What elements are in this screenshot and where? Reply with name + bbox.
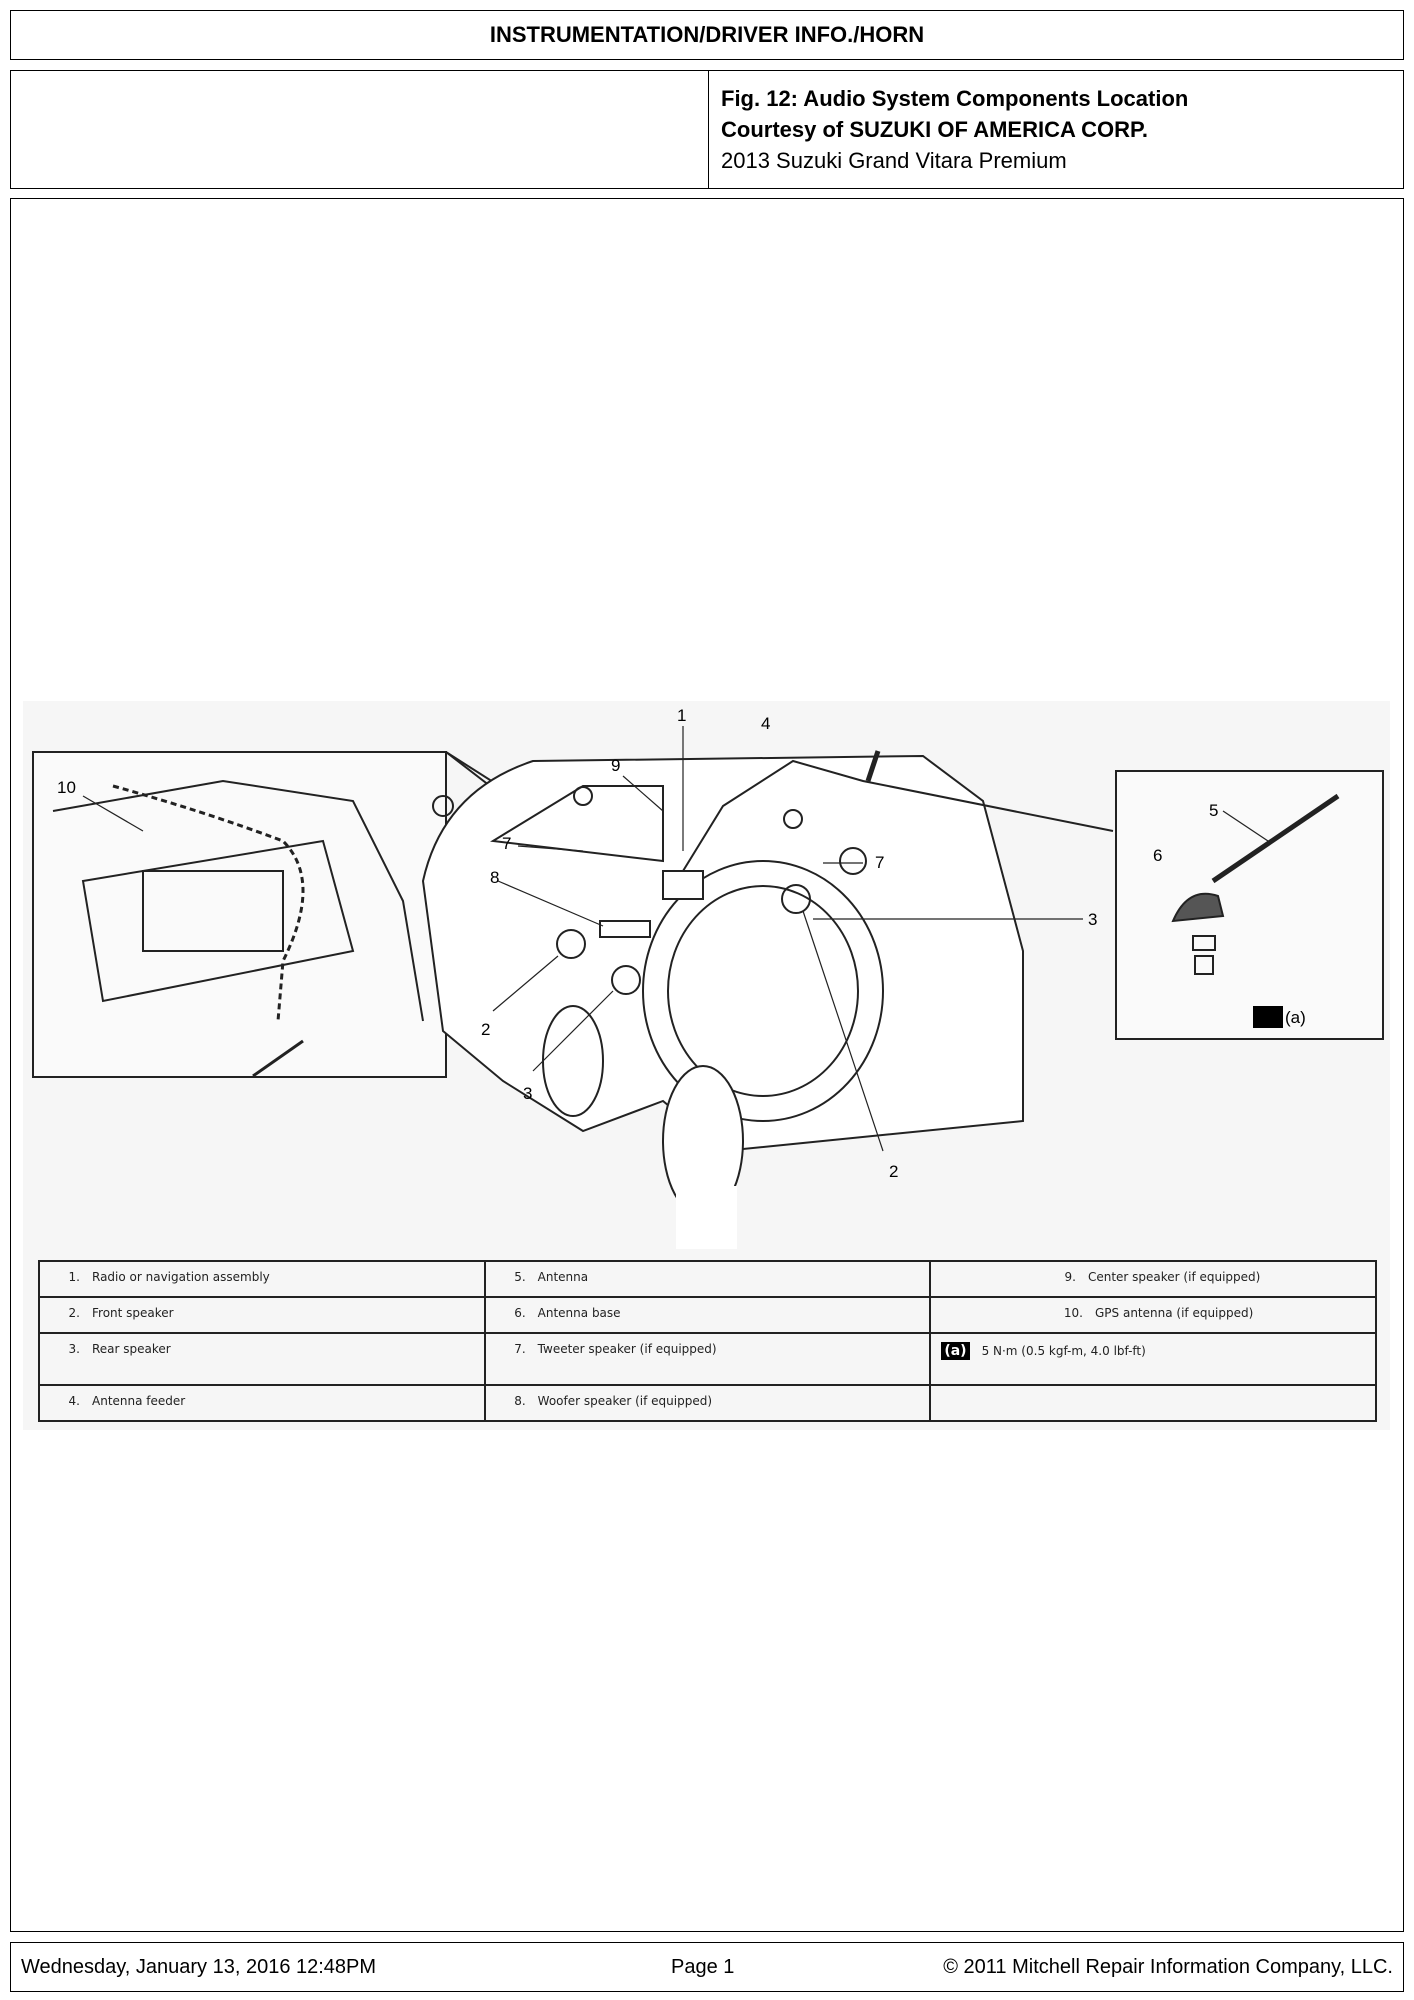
callout-7-rear: 7 xyxy=(875,853,884,872)
callout-3-rear: 3 xyxy=(1088,910,1097,929)
callout-6: 6 xyxy=(1153,846,1162,865)
antenna-inset-frame xyxy=(1115,770,1384,1040)
figure-caption-box: Fig. 12: Audio System Components Locatio… xyxy=(10,70,1404,189)
legend-table: 1.Radio or navigation assembly 5.Antenna… xyxy=(38,1260,1377,1422)
callout-torque-a: (a) xyxy=(1285,1008,1306,1027)
legend-cell: 7.Tweeter speaker (if equipped) xyxy=(483,1332,932,1386)
callout-10: 10 xyxy=(57,778,76,797)
legend-cell: 1.Radio or navigation assembly xyxy=(38,1260,486,1298)
audio-components-diagram: 10 9 1 4 7 8 7 3 5 6 (a) 2 3 2 1.Radio o… xyxy=(23,701,1390,1430)
caption-divider xyxy=(708,71,709,188)
figure-title: Fig. 12: Audio System Components Locatio… xyxy=(721,86,1189,111)
callout-4: 4 xyxy=(761,714,770,733)
gps-inset-frame xyxy=(32,751,447,1078)
legend-cell: 9.Center speaker (if equipped) xyxy=(929,1260,1377,1298)
legend-row: 1.Radio or navigation assembly 5.Antenna… xyxy=(38,1260,1377,1298)
vehicle-name: 2013 Suzuki Grand Vitara Premium xyxy=(721,148,1067,173)
callout-3-front: 3 xyxy=(523,1084,532,1103)
figure-container xyxy=(10,198,1404,1932)
footer-date: Wednesday, January 13, 2016 12:48PM xyxy=(21,1956,377,1978)
legend-cell: 3.Rear speaker xyxy=(38,1332,486,1386)
legend-cell-torque: (a)5 N·m (0.5 kgf-m, 4.0 lbf-ft) xyxy=(929,1332,1377,1386)
callout-7-front: 7 xyxy=(502,834,511,853)
callout-2-rear: 2 xyxy=(889,1162,898,1181)
callout-9: 9 xyxy=(611,756,620,775)
legend-row: 2.Front speaker 6.Antenna base 10.GPS an… xyxy=(38,1296,1377,1334)
section-title: INSTRUMENTATION/DRIVER INFO./HORN xyxy=(489,22,925,47)
legend-cell: 8.Woofer speaker (if equipped) xyxy=(483,1384,932,1422)
legend-cell-empty xyxy=(929,1384,1377,1422)
legend-cell: 5.Antenna xyxy=(483,1260,932,1298)
callout-8: 8 xyxy=(490,868,499,887)
callout-1: 1 xyxy=(677,706,686,725)
legend-cell: 4.Antenna feeder xyxy=(38,1384,486,1422)
legend-cell: 2.Front speaker xyxy=(38,1296,486,1334)
callout-5: 5 xyxy=(1209,801,1218,820)
footer-copyright: © 2011 Mitchell Repair Information Compa… xyxy=(943,1956,1393,1978)
callout-2-front: 2 xyxy=(481,1020,490,1039)
torque-icon xyxy=(1253,1006,1283,1028)
figure-courtesy: Courtesy of SUZUKI OF AMERICA CORP. xyxy=(721,117,1148,142)
page-footer: Wednesday, January 13, 2016 12:48PM Page… xyxy=(10,1942,1404,1992)
legend-cell: 6.Antenna base xyxy=(483,1296,932,1334)
legend-row: 4.Antenna feeder 8.Woofer speaker (if eq… xyxy=(38,1384,1377,1422)
legend-row: 3.Rear speaker 7.Tweeter speaker (if equ… xyxy=(38,1332,1377,1386)
section-header: INSTRUMENTATION/DRIVER INFO./HORN xyxy=(10,10,1404,60)
diagram-illustration: 10 9 1 4 7 8 7 3 5 6 (a) 2 3 2 xyxy=(32,706,1384,1249)
legend-cell: 10.GPS antenna (if equipped) xyxy=(929,1296,1377,1334)
torque-icon: (a) xyxy=(941,1342,970,1360)
footer-page: Page 1 xyxy=(671,1956,735,1978)
